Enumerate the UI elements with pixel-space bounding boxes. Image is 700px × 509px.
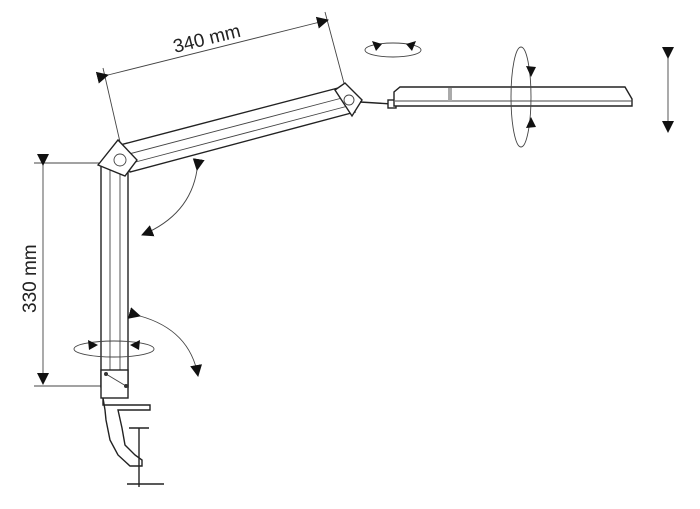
elbow-rotation-arrow: [141, 158, 205, 237]
lower-arm: [100, 164, 129, 399]
table-clamp: [102, 397, 164, 487]
elbow-joint: [96, 138, 138, 177]
tilt-head-rotation-icon: [510, 46, 532, 148]
dimension-label-330: 330 mm: [20, 244, 41, 313]
dimension-330: 330 mm: [20, 154, 128, 387]
rotation-arrows: [73, 41, 674, 377]
swivel-head-rotation-icon: [364, 42, 422, 58]
upper-arm: [96, 82, 363, 177]
head-joint: [334, 82, 363, 118]
lamp-head: [359, 86, 633, 109]
dimension-label-340: 340 mm: [171, 21, 243, 58]
base-tilt-arrow: [127, 307, 203, 377]
base-swivel-rotation-icon: [73, 340, 155, 358]
